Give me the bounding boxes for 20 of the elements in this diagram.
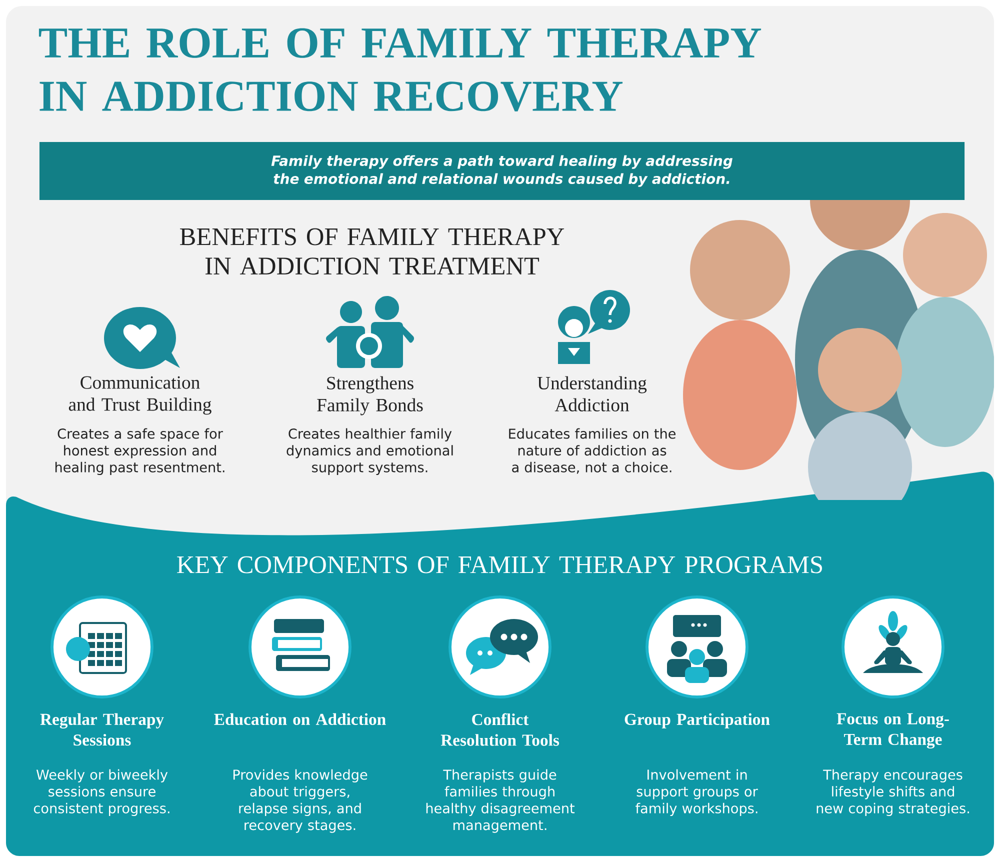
title: THE ROLE OF FAMILY THERAPY IN ADDICTION RECOVERY: [38, 28, 762, 112]
item-description: Creates a safe space for honest expression and healing past resentment.: [55, 428, 224, 476]
item-heading: Strengthens Family Bonds: [317, 376, 423, 416]
item-description: Creates healthier family dynamics and emotional support systems.: [286, 428, 453, 476]
item-heading: Communication and Trust Building: [68, 376, 212, 415]
section-heading: KEY COMPONENTS OF FAMILY THERAPY PROGRAMS: [177, 556, 822, 574]
item-heading: Regular Therapy Sessions: [40, 713, 164, 746]
item-heading: Group Participation: [624, 713, 770, 728]
item-description: Therapy encourages lifestyle shifts and new coping strategies.: [816, 769, 969, 816]
item-description: Involvement in support groups or family workshops.: [636, 769, 758, 816]
item-heading: Focus on Long-Term Change: [836, 713, 949, 749]
section-heading: BENEFITS OF FAMILY THERAPY IN ADDICTION TREATMENT: [180, 228, 564, 275]
item-description: Provides knowledge about triggers, relapse signs, and recovery stages.: [233, 769, 368, 833]
item-heading: Understanding Addiction: [537, 376, 647, 412]
item-description: Weekly or biweekly sessions ensure consistent progress.: [34, 769, 170, 816]
item-description: Educates families on the nature of addiction as a disease, not a choice.: [509, 428, 676, 474]
item-heading: Conflict Resolution Tools: [440, 713, 560, 746]
item-heading: Education on Addiction: [214, 713, 386, 726]
banner: Family therapy offers a path toward healing by addressing the emotional and relational wounds caused by addiction.: [39, 142, 965, 200]
item-description: Therapists guide families through healthy disagreement management.: [426, 769, 575, 833]
